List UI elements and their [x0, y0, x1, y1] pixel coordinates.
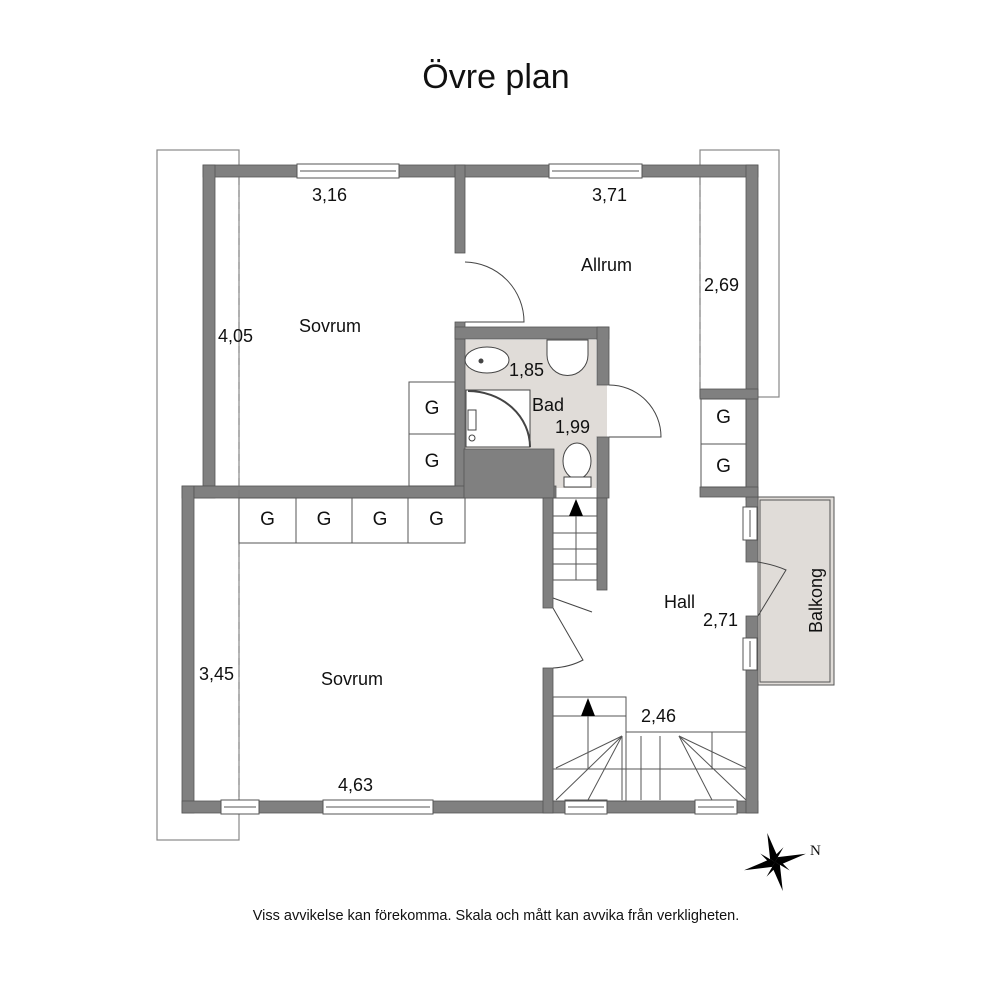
- dimension-bad-width: 1,85: [509, 360, 545, 380]
- stair-arrows: [569, 499, 595, 716]
- balcony-floor: [757, 496, 835, 686]
- bathroom-fixtures: [464, 339, 592, 488]
- dimension-allrum-depth: 2,69: [704, 275, 740, 295]
- room-name-sovrum-upper: Sovrum: [299, 316, 362, 336]
- dimension-bad-depth: 1,99: [555, 417, 591, 437]
- wardrobe-label: G: [260, 509, 275, 530]
- slope-lines: [238, 178, 701, 800]
- dimension-sovrum-upper-depth: 4,05: [218, 326, 254, 346]
- wardrobe-label: G: [424, 398, 440, 419]
- dimension-allrum-width: 3,71: [592, 185, 628, 205]
- page-title: Övre plan: [422, 58, 570, 96]
- wardrobe-label: G: [429, 509, 444, 530]
- disclaimer-text: Viss avvikelse kan förekomma. Skala och …: [252, 908, 740, 924]
- stairs: [552, 497, 747, 802]
- wardrobe-label: G: [424, 451, 440, 472]
- wardrobe-label: G: [316, 509, 332, 530]
- room-name-balkong: Balkong: [806, 567, 827, 634]
- dimension-hall-width: 2,46: [641, 706, 677, 726]
- wardrobe-label: G: [716, 407, 731, 428]
- compass-icon: [744, 833, 806, 891]
- room-name-hall: Hall: [664, 592, 696, 612]
- dimension-sovrum-lower-depth: 3,45: [199, 664, 235, 684]
- dimension-sovrum-upper-width: 3,16: [312, 185, 348, 205]
- dimension-sovrum-lower-width: 4,63: [338, 775, 374, 795]
- wardrobes: [238, 381, 747, 544]
- wardrobe-label: G: [372, 509, 388, 530]
- room-name-sovrum-lower: Sovrum: [321, 669, 384, 689]
- compass-north-label: N: [810, 843, 821, 859]
- windows: [220, 163, 758, 815]
- wardrobe-label: G: [716, 456, 731, 477]
- room-name-allrum: Allrum: [581, 255, 633, 275]
- doors: [464, 261, 787, 669]
- dimension-hall-depth: 2,71: [703, 610, 739, 630]
- room-name-bad: Bad: [532, 395, 565, 415]
